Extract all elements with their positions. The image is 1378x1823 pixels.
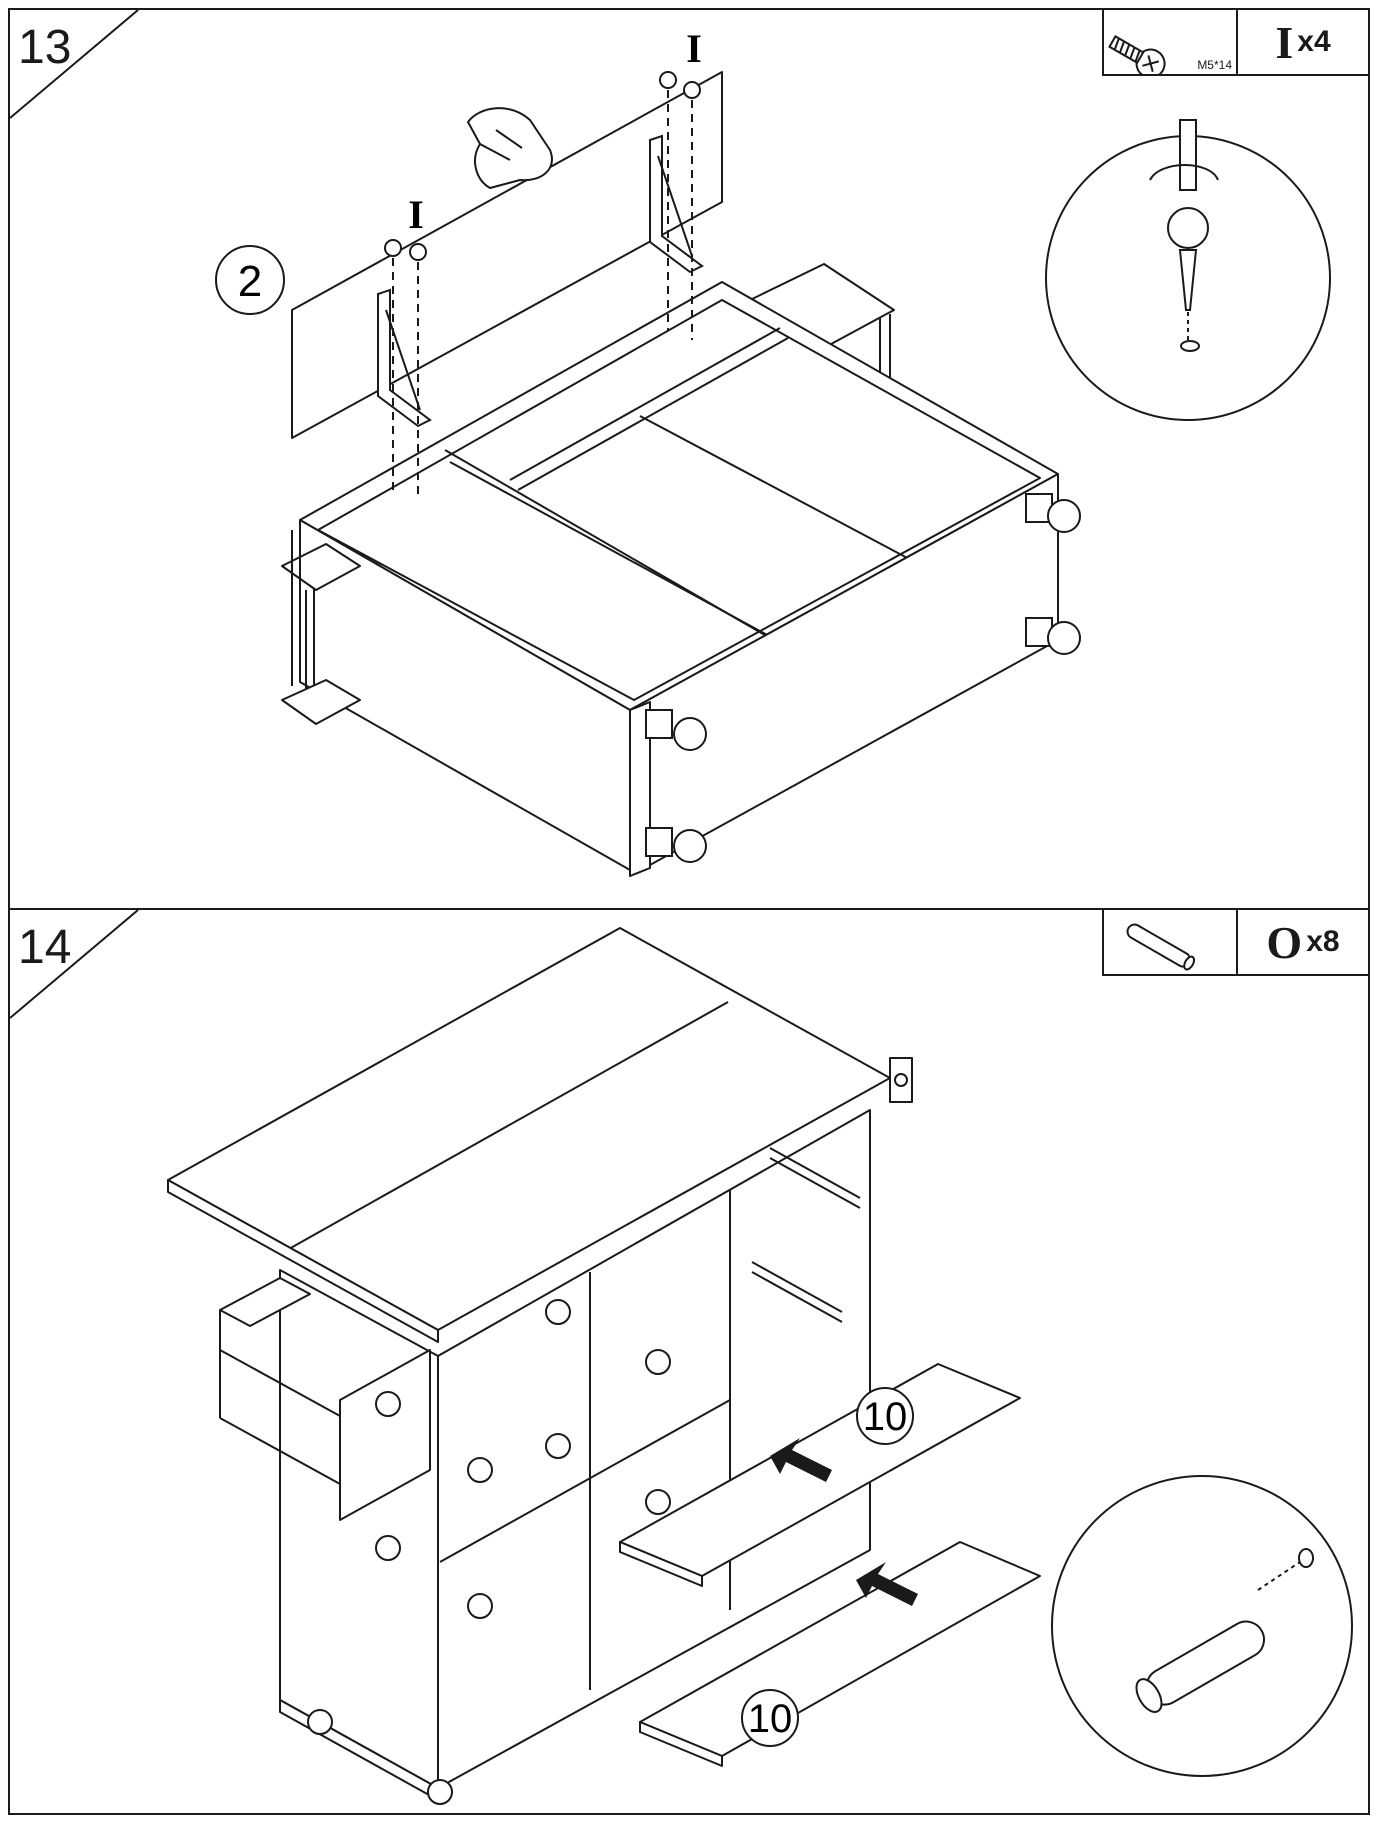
step-14-panel: 14 O x8 (10, 910, 1368, 1813)
screw-size-label: M5*14 (1197, 58, 1232, 72)
step-13-panel: 13 M5*14 I x4 (10, 10, 1368, 910)
hand-icon (467, 107, 553, 189)
hardware-label-right: I (686, 26, 702, 71)
part-letter: O (1266, 916, 1303, 968)
part-multiplier: x4 (1297, 25, 1331, 58)
screw-icon (683, 81, 701, 99)
part-letter: I (1275, 16, 1294, 68)
caster-icon (307, 1709, 333, 1735)
direction-arrow-icon (770, 1438, 918, 1606)
caster-icon (645, 709, 673, 739)
caster-icon (427, 1779, 453, 1805)
part-ref-label: 2 (238, 257, 262, 306)
step-14-illustration: 10 10 (167, 927, 1353, 1805)
back-panel (291, 71, 723, 439)
detail-magnifier (1045, 119, 1331, 421)
hardware-label-left: I (408, 192, 424, 237)
hardware-parts-box: M5*14 I x4 (1102, 10, 1368, 79)
dowel-icon (1104, 910, 1238, 974)
step-number: 14 (18, 921, 72, 974)
step-corner-divider (10, 910, 139, 1019)
instruction-sheet: 13 M5*14 I x4 (8, 8, 1370, 1815)
parts-quantity: I x4 (1238, 10, 1368, 74)
screw-icon (1167, 207, 1209, 249)
screw-icon (409, 243, 427, 261)
step-corner-divider (10, 10, 139, 119)
screw-icon (384, 239, 402, 257)
part-multiplier: x8 (1306, 925, 1340, 958)
step-number: 13 (18, 21, 72, 74)
screw-icon (659, 71, 677, 89)
bracket-left (377, 288, 432, 428)
caster-icon (645, 827, 673, 857)
detail-magnifier (1051, 1475, 1353, 1777)
shelf-upper-label: 10 (863, 1395, 908, 1439)
screwdriver-icon (1179, 119, 1197, 191)
screw-icon: M5*14 (1104, 10, 1238, 79)
shelf-lower-label: 10 (748, 1697, 793, 1741)
bracket-right (649, 134, 704, 274)
hardware-parts-box: O x8 (1102, 910, 1368, 976)
parts-quantity: O x8 (1238, 910, 1368, 974)
step-13-illustration: 2 I I (215, 26, 1331, 877)
